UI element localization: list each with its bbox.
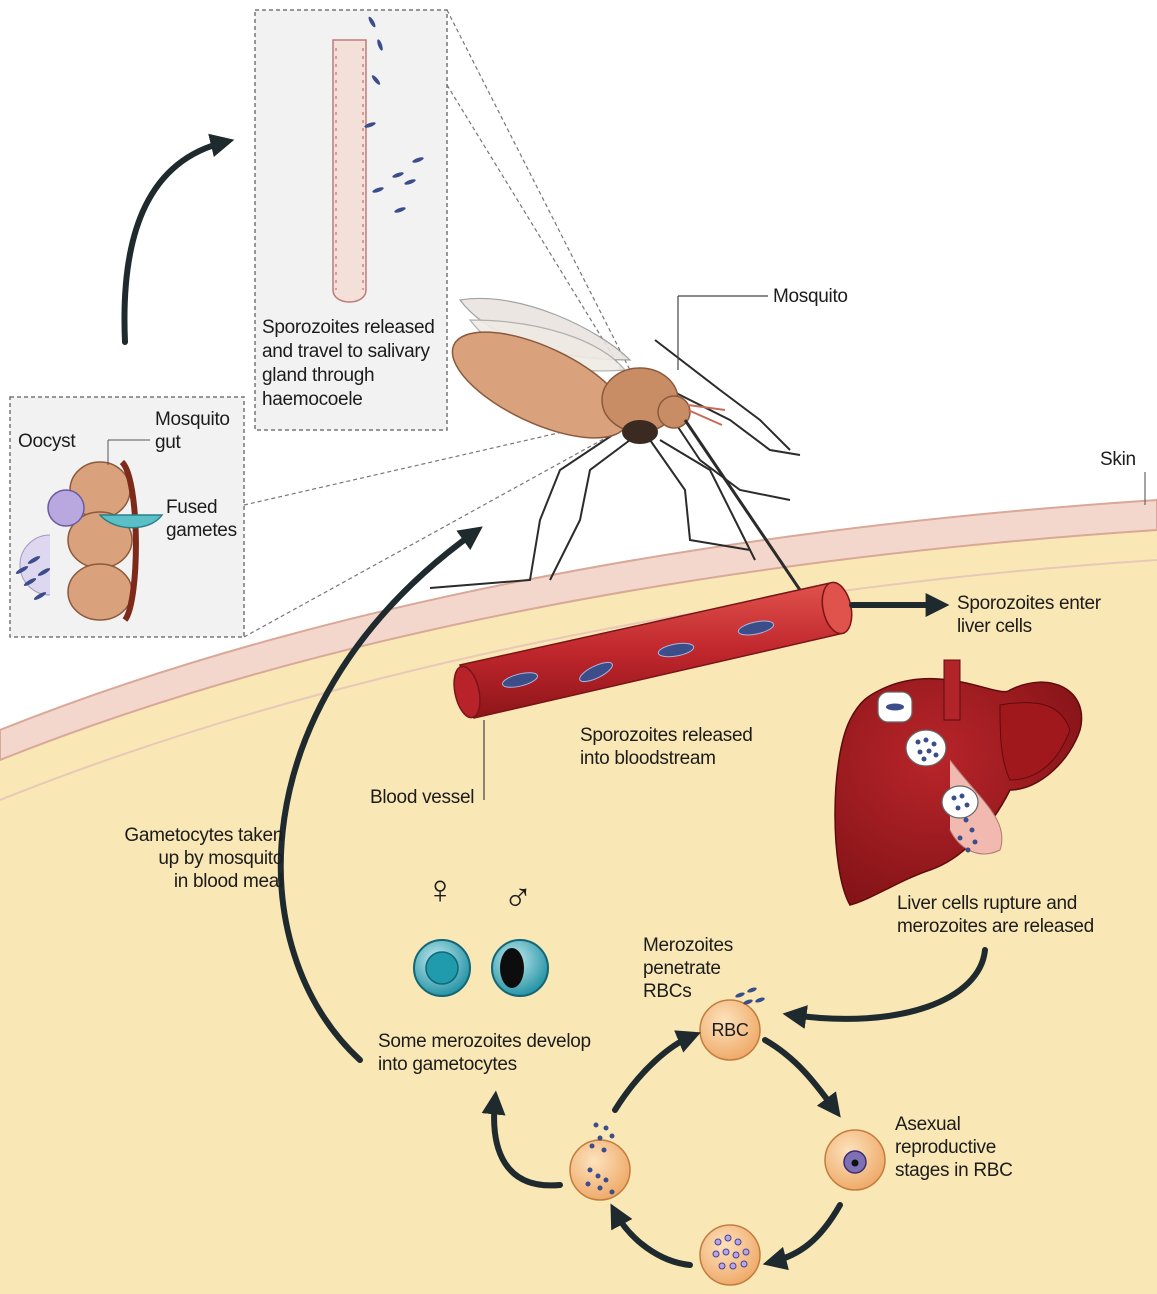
liver-rupture-label: Liver cells rupture and merozoites are r… (897, 892, 1094, 938)
asexual-stages-label: Asexual reproductive stages in RBC (895, 1113, 1013, 1182)
fused-gametes-label: Fused gametes (166, 496, 237, 542)
oocyst-icon (48, 490, 84, 526)
salivary-gland-label: Sporozoites released and travel to saliv… (262, 316, 435, 412)
blood-vessel-label: Blood vessel (370, 786, 474, 809)
male-gametocyte-icon (492, 940, 548, 996)
gametocytes-taken-up-label: Gametocytes taken up by mosquito in bloo… (105, 824, 283, 893)
ring-stage-rbc-icon (825, 1130, 885, 1190)
schizont-rbc-icon (700, 1225, 760, 1285)
sporozoites-bloodstream-label: Sporozoites released into bloodstream (580, 724, 753, 770)
male-symbol: ♂ (503, 876, 533, 920)
sporozoites-enter-liver-label: Sporozoites enter liver cells (957, 592, 1101, 638)
mosquito-label: Mosquito (773, 285, 848, 308)
merozoites-penetrate-label: Merozoites penetrate RBCs (643, 934, 733, 1003)
mosquito-gut-label: Mosquito gut (155, 408, 230, 454)
gametocyte-development-label: Some merozoites develop into gametocytes (378, 1030, 591, 1076)
oocyst-label: Oocyst (18, 430, 75, 453)
female-gametocyte-icon (414, 940, 470, 996)
rbc-label: RBC (700, 1019, 760, 1042)
arrow-gut-to-gland (124, 142, 225, 342)
salivary-gland (333, 40, 366, 302)
female-symbol: ♀ (425, 868, 455, 912)
skin-label: Skin (1100, 448, 1136, 471)
